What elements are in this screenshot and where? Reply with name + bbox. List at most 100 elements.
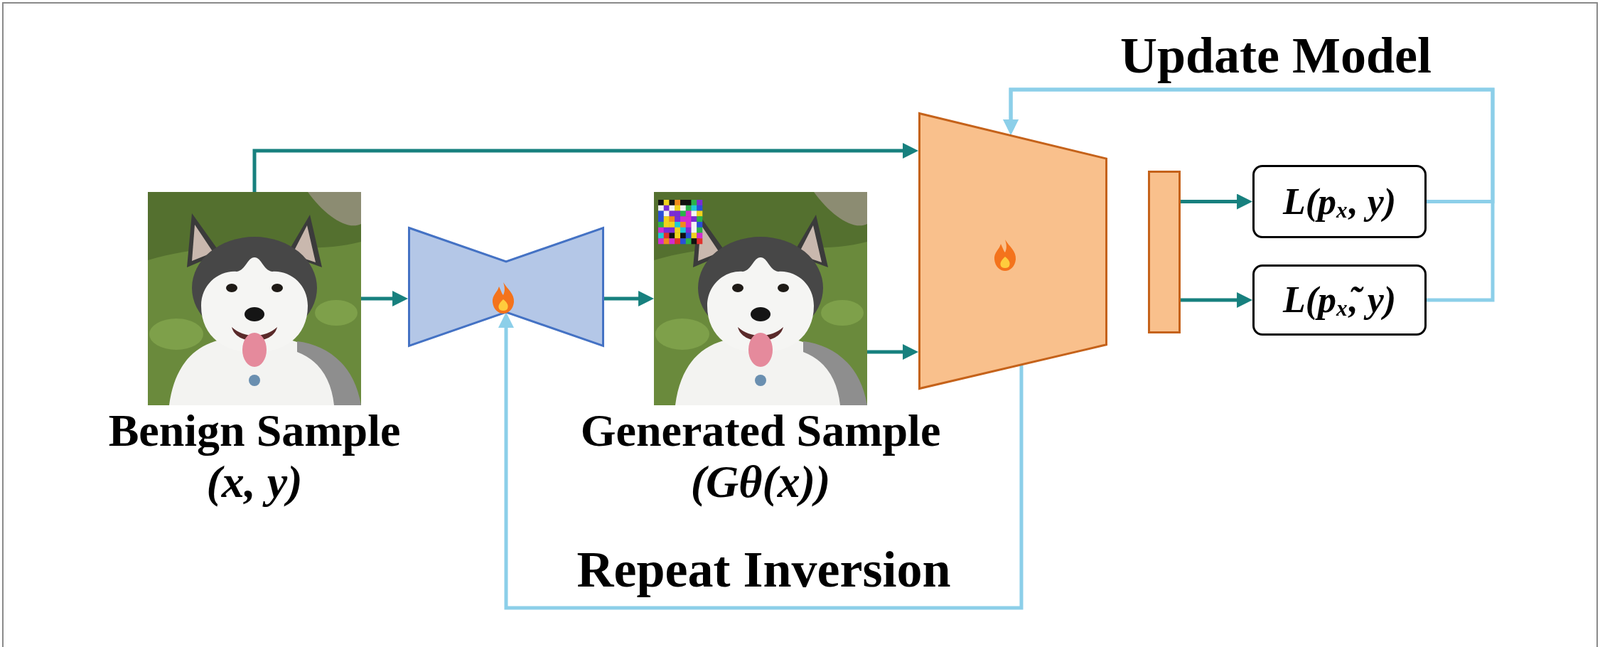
noise-cell: [680, 216, 686, 222]
noise-cell: [658, 221, 664, 228]
noise-cell: [696, 221, 703, 228]
noise-cell: [663, 205, 670, 212]
noise-cell: [663, 211, 670, 217]
generator-network-shape: [407, 226, 605, 347]
flame-outer: [492, 282, 514, 314]
sample-caption: Generated Sample(Gθ(x)): [580, 405, 942, 508]
loss-label: L(pₓ̃, y): [1282, 278, 1397, 322]
sample-label: (x, y): [108, 456, 401, 508]
noise-cell: [685, 233, 692, 239]
noise-cell: [658, 227, 664, 234]
flame-outer: [994, 239, 1016, 271]
connector-arrow: [361, 297, 396, 301]
sample-label: Benign Sample: [108, 405, 401, 457]
classifier-network: [918, 112, 1108, 390]
noise-cell: [669, 227, 676, 234]
loss-box: L(pₓ̃, y): [1252, 264, 1427, 336]
noise-cell: [669, 233, 676, 239]
noise-cell: [696, 227, 703, 234]
noise-cell: [669, 216, 676, 222]
noise-cell: [680, 221, 686, 228]
flame-icon: [492, 282, 514, 314]
loss-label: L(pₓ, y): [1282, 180, 1397, 224]
noise-cell: [691, 227, 698, 234]
noise-cell: [674, 199, 681, 206]
noise-cell: [669, 211, 676, 217]
noise-cell: [691, 221, 698, 228]
noise-cell: [680, 227, 686, 234]
connector-arrow: [867, 350, 906, 354]
classifier-network-shape: [918, 112, 1108, 390]
noise-cell: [680, 233, 686, 239]
dog-photo: [147, 191, 362, 406]
noise-cell: [691, 199, 698, 206]
noise-cell: [674, 211, 681, 217]
flame-inner: [498, 299, 508, 311]
connector-arrow: [604, 297, 642, 301]
sample-caption: Benign Sample(x, y): [108, 405, 401, 508]
noise-cell: [658, 205, 664, 212]
noise-cell: [674, 227, 681, 234]
sample-label: (Gθ(x)): [580, 456, 942, 508]
flame-icon: [994, 239, 1016, 271]
noise-cell: [663, 216, 670, 222]
noise-cell: [696, 199, 703, 206]
noise-cell: [674, 238, 681, 244]
generator-network: [407, 226, 605, 347]
noise-cell: [696, 211, 703, 217]
sample-label: Generated Sample: [580, 405, 942, 457]
noise-cell: [669, 221, 676, 228]
noise-cell: [663, 227, 670, 234]
noise-cell: [663, 199, 670, 206]
feature-bar-outline: [1149, 172, 1180, 333]
noise-cell: [674, 205, 681, 212]
noise-cell: [685, 216, 692, 222]
noise-cell: [669, 199, 676, 206]
noise-cell: [658, 233, 664, 239]
noise-cell: [658, 199, 664, 206]
noise-cell: [658, 238, 664, 244]
noise-cell: [658, 216, 664, 222]
feature-bar: [1147, 170, 1181, 334]
sample-image: Benign Sample(x, y): [147, 191, 362, 406]
noise-cell: [685, 227, 692, 234]
dog-photo: [653, 191, 868, 406]
noise-cell: [663, 238, 670, 244]
noise-cell: [685, 238, 692, 244]
noise-cell: [696, 238, 703, 244]
noise-cell: [685, 211, 692, 217]
edge-label: Update Model: [1115, 27, 1436, 84]
noise-cell: [685, 221, 692, 228]
feature-bar-shape: [1147, 170, 1181, 334]
noise-cell: [696, 216, 703, 222]
noise-cell: [691, 216, 698, 222]
generator-network-outline: [409, 228, 604, 347]
noise-cell: [696, 205, 703, 212]
noise-cell: [685, 205, 692, 212]
trigger-patch: [658, 199, 703, 244]
noise-cell: [685, 199, 692, 206]
noise-cell: [663, 221, 670, 228]
noise-cell: [691, 211, 698, 217]
noise-cell: [680, 199, 686, 206]
connector-arrow: [254, 150, 906, 192]
noise-cell: [680, 211, 686, 217]
noise-cell: [663, 233, 670, 239]
loss-box: L(pₓ, y): [1252, 164, 1427, 239]
flame-inner: [1000, 256, 1010, 268]
noise-cell: [669, 238, 676, 244]
noise-cell: [691, 233, 698, 239]
noise-cell: [669, 205, 676, 212]
classifier-network-outline: [919, 113, 1107, 389]
edge-label: Repeat Inversion: [572, 540, 955, 598]
sample-image: Generated Sample(Gθ(x)): [653, 191, 868, 406]
noise-cell: [691, 205, 698, 212]
noise-cell: [658, 211, 664, 217]
connector-arrow: [1180, 298, 1240, 303]
noise-cell: [674, 216, 681, 222]
noise-cell: [680, 238, 686, 244]
noise-cell: [680, 205, 686, 212]
noise-cell: [674, 221, 681, 228]
noise-cell: [696, 233, 703, 239]
